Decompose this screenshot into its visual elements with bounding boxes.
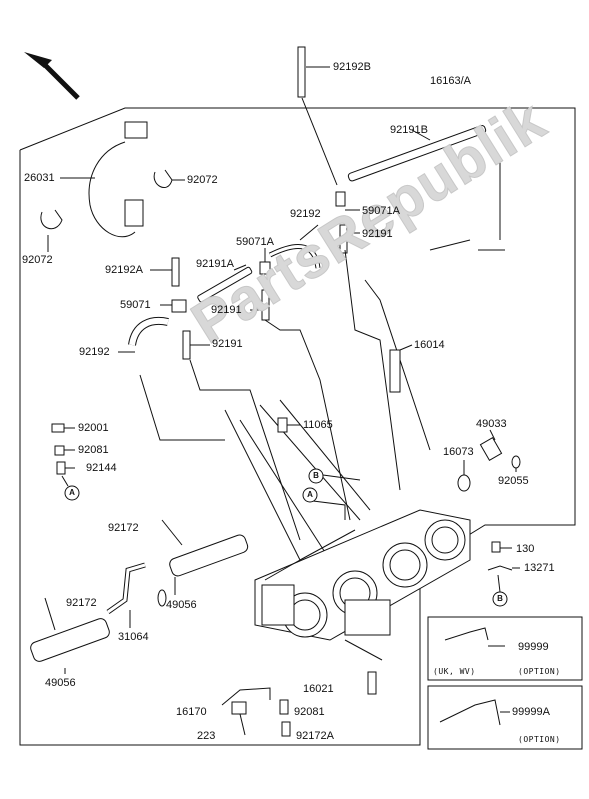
callout-b-right: B — [497, 594, 503, 603]
label-92192-mid: 92192 — [290, 208, 321, 220]
label-92172A: 92172A — [296, 730, 334, 742]
label-92191-m2: 92191 — [212, 338, 243, 350]
label-92172-a: 92172 — [108, 522, 139, 534]
label-92055: 92055 — [498, 475, 529, 487]
label-59071A-mid: 59071A — [236, 236, 274, 248]
label-92072-a: 92072 — [187, 174, 218, 186]
label-99999: 99999 — [518, 641, 549, 653]
label-92072-b: 92072 — [22, 254, 53, 266]
label-31064: 31064 — [118, 631, 149, 643]
label-92191A: 92191A — [196, 258, 234, 270]
label-92191B: 92191B — [390, 124, 428, 136]
option-1-region: (UK, WV) — [433, 667, 476, 676]
label-59071: 59071 — [120, 299, 151, 311]
label-26031: 26031 — [24, 172, 55, 184]
option-2-tag: (OPTION) — [518, 735, 561, 744]
label-49056-a: 49056 — [166, 599, 197, 611]
assembly-outline — [19, 107, 576, 746]
label-16163-A: 16163/A — [430, 75, 471, 87]
label-92081-a: 92081 — [78, 444, 109, 456]
label-11065: 11065 — [303, 419, 333, 431]
label-16014: 16014 — [414, 339, 445, 351]
label-92192B: 92192B — [333, 61, 371, 73]
label-92081-b: 92081 — [294, 706, 325, 718]
label-92192-left: 92192 — [79, 346, 110, 358]
label-92144: 92144 — [86, 462, 117, 474]
option-box-2 — [427, 685, 583, 750]
label-16021: 16021 — [303, 683, 334, 695]
callout-b-mid: B — [313, 471, 319, 480]
throttle-body — [254, 509, 471, 641]
label-223: 223 — [197, 730, 216, 742]
option-box-1 — [427, 616, 583, 681]
label-99999A: 99999A — [512, 706, 550, 718]
callout-a-left: A — [69, 488, 75, 497]
label-49056-b: 49056 — [45, 677, 76, 689]
label-49033: 49033 — [476, 418, 507, 430]
label-13271: 13271 — [524, 562, 555, 574]
label-59071A-top: 59071A — [362, 205, 400, 217]
label-92192A: 92192A — [105, 264, 143, 276]
label-130: 130 — [516, 543, 535, 555]
label-16170: 16170 — [176, 706, 207, 718]
label-92191-m1: 92191 — [211, 304, 242, 316]
label-92001: 92001 — [78, 422, 109, 434]
label-16073: 16073 — [443, 446, 474, 458]
callout-a-mid: A — [307, 490, 313, 499]
label-92191-top: 92191 — [362, 228, 393, 240]
direction-arrow-icon — [24, 52, 80, 100]
option-1-tag: (OPTION) — [518, 667, 561, 676]
label-92172-b: 92172 — [66, 597, 97, 609]
